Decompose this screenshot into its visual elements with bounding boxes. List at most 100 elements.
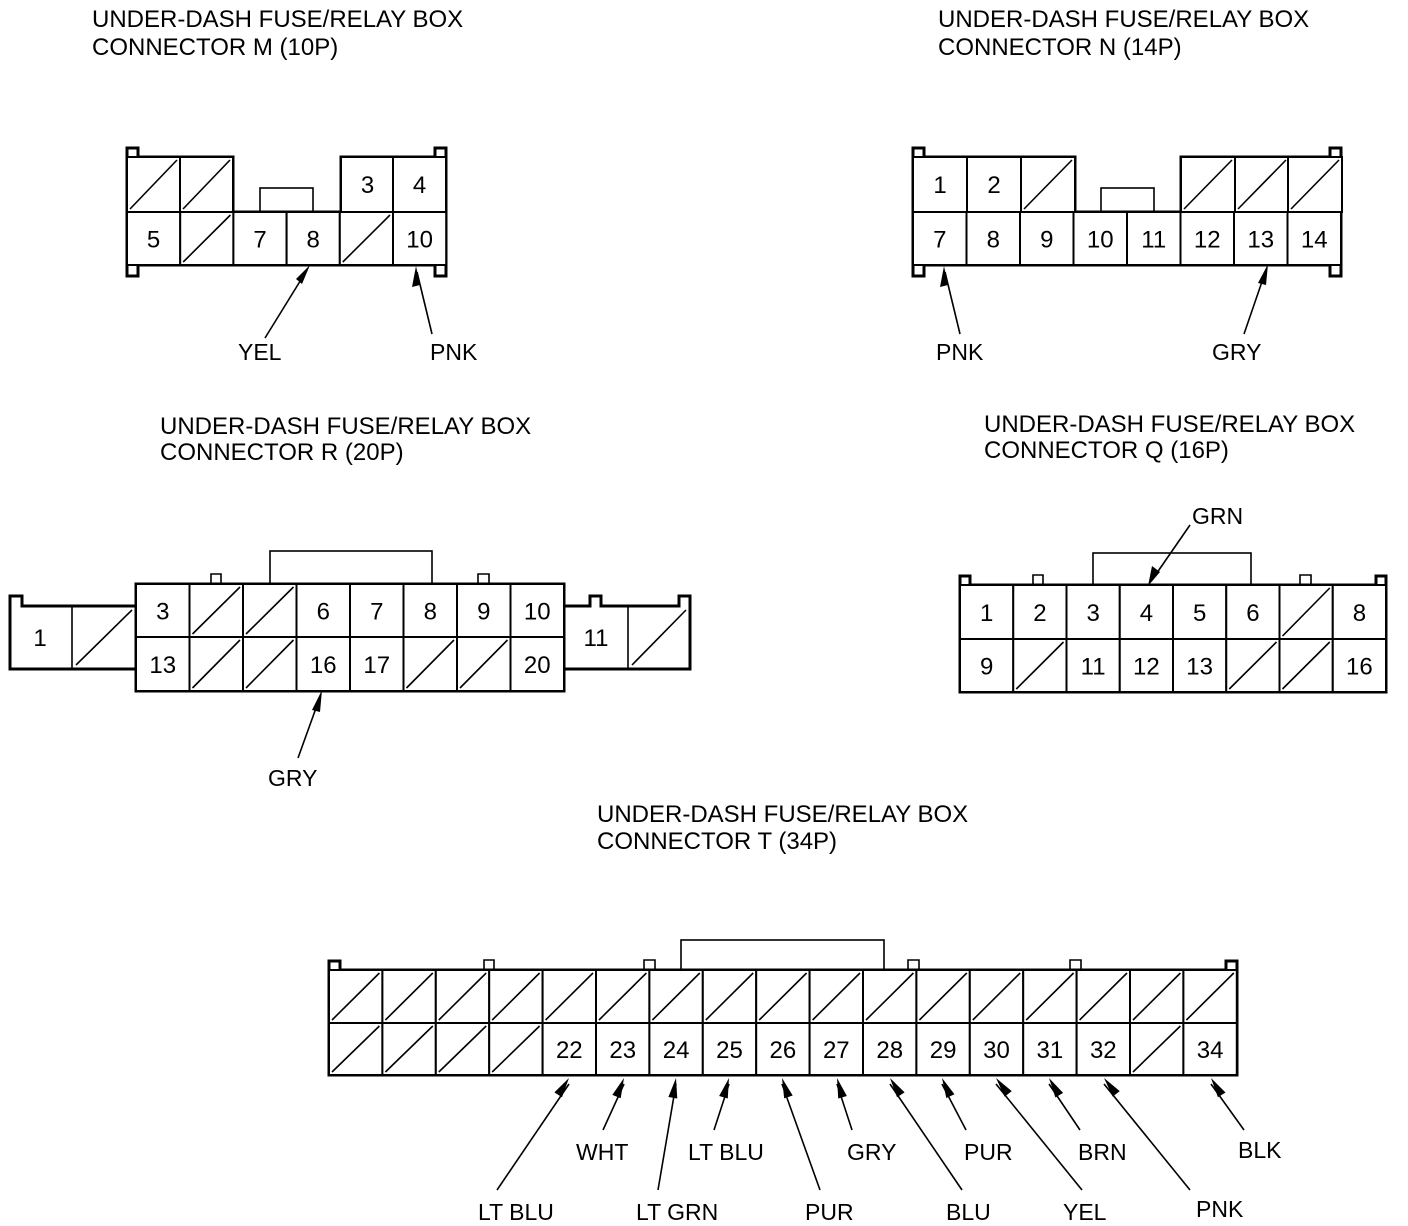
blank-cavity-slash <box>491 972 541 1021</box>
pin-cavity <box>915 1022 971 1076</box>
pin-n-9: 9 <box>1040 227 1053 254</box>
blank-cavity-slash <box>812 972 861 1021</box>
blank-cavity-slash <box>1025 972 1075 1021</box>
arrow-head <box>890 1078 905 1098</box>
blank-cavity-slash <box>1237 159 1287 210</box>
pin-t-29: 29 <box>930 1037 957 1064</box>
wire-label-t-25: LT BLU <box>688 1139 764 1165</box>
pin-r-13: 13 <box>149 652 176 679</box>
arrow-head <box>412 266 420 287</box>
connector-n-title-line1: UNDER-DASH FUSE/RELAY BOX <box>938 6 1309 33</box>
connector-r-latch <box>269 550 433 585</box>
wire-arrow <box>944 271 961 335</box>
blank-cavity-slash <box>918 972 968 1021</box>
pin-q-4: 4 <box>1140 600 1153 627</box>
connector-t: UNDER-DASH FUSE/RELAY BOX CONNECTOR T (3… <box>327 801 1282 1225</box>
wire-arrow <box>1103 1083 1191 1191</box>
connector-t-top-row <box>328 969 1238 1024</box>
blank-cavity-slash <box>1015 641 1065 690</box>
blank-cavity-slash <box>1132 972 1181 1021</box>
pin-cavity <box>1022 1022 1078 1076</box>
pin-q-2: 2 <box>1033 600 1046 627</box>
blank-cavity-slash <box>758 972 808 1021</box>
blank-cavity-slash <box>245 586 295 635</box>
arrow-head <box>668 1078 678 1099</box>
connector-r-title-line2: CONNECTOR R (20P) <box>160 439 404 466</box>
pin-cavity <box>1065 584 1121 640</box>
pin-cavity <box>1331 638 1387 693</box>
wire-label-m-10: PNK <box>430 339 478 365</box>
pin-t-32: 32 <box>1090 1037 1117 1064</box>
connector-q-tab <box>1299 574 1312 585</box>
pin-n-14: 14 <box>1301 227 1328 254</box>
arrow-head <box>1148 566 1160 586</box>
connector-r-right-wing <box>564 594 692 671</box>
pin-cavity <box>295 636 351 692</box>
wire-label-t-23: WHT <box>576 1139 628 1165</box>
wire-arrow <box>657 1083 677 1191</box>
pin-cavity <box>808 1022 864 1076</box>
blank-cavity-slash <box>405 639 455 689</box>
connector-r-left-wing <box>8 594 136 671</box>
wire-label-t-31: BRN <box>1078 1139 1127 1165</box>
pin-cavity <box>968 1022 1025 1076</box>
pin-r-9: 9 <box>477 599 490 626</box>
arrow-head <box>782 1078 793 1099</box>
pin-n-1: 1 <box>933 172 946 199</box>
blank-cavity-slash <box>491 1025 541 1073</box>
pin-q-1: 1 <box>980 600 993 627</box>
wire-label-n-13: GRY <box>1212 339 1261 365</box>
wire-label-t-34: BLK <box>1238 1137 1282 1163</box>
connector-t-latch <box>680 939 885 971</box>
pin-q-5: 5 <box>1193 600 1206 627</box>
pin-r-3: 3 <box>156 599 169 626</box>
wire-arrow <box>995 1083 1083 1191</box>
blank-cavity-slash <box>1281 587 1331 637</box>
wire-label-t-22: LT BLU <box>478 1199 554 1225</box>
wire-label-n-7: PNK <box>936 339 984 365</box>
connector-n-title-line2: CONNECTOR N (14P) <box>938 34 1182 61</box>
pin-q-12: 12 <box>1133 654 1160 681</box>
wire-arrow <box>781 1083 821 1191</box>
pin-cavity <box>959 638 1015 693</box>
blank-cavity-slash <box>459 639 509 689</box>
pin-m-4: 4 <box>413 172 426 199</box>
pin-t-22: 22 <box>556 1037 583 1064</box>
pin-cavity <box>1118 638 1174 693</box>
pin-t-30: 30 <box>983 1037 1010 1064</box>
pin-q-16: 16 <box>1346 654 1373 681</box>
blank-cavity-slash <box>1023 159 1073 210</box>
pin-cavity <box>1286 211 1342 266</box>
arrow-head <box>612 1078 624 1099</box>
pin-cavity <box>912 211 968 266</box>
arrow-head <box>1211 1078 1226 1098</box>
connector-t-title-line1: UNDER-DASH FUSE/RELAY BOX <box>597 801 968 828</box>
pin-cavity <box>402 583 458 638</box>
pin-t-26: 26 <box>770 1037 797 1064</box>
wire-arrow <box>416 271 433 335</box>
arrow-head <box>837 1078 847 1099</box>
arrow-head <box>1049 1078 1064 1098</box>
pin-n-11: 11 <box>1141 227 1166 254</box>
pin-r-1: 1 <box>33 625 46 652</box>
blank-cavity-slash <box>245 639 295 689</box>
connector-t-tab <box>907 959 920 970</box>
blank-cavity-slash <box>631 609 687 666</box>
blank-cavity-slash <box>384 972 434 1021</box>
wire-label-t-28: BLU <box>946 1199 991 1225</box>
pin-m-5: 5 <box>147 227 160 254</box>
pin-q-6: 6 <box>1246 600 1259 627</box>
blank-cavity-slash <box>342 214 391 263</box>
pin-t-27: 27 <box>823 1037 850 1064</box>
wire-arrow <box>889 1083 963 1191</box>
connector-t-tab <box>483 959 495 970</box>
pin-cavity <box>755 1022 811 1076</box>
pin-n-10: 10 <box>1087 227 1114 254</box>
